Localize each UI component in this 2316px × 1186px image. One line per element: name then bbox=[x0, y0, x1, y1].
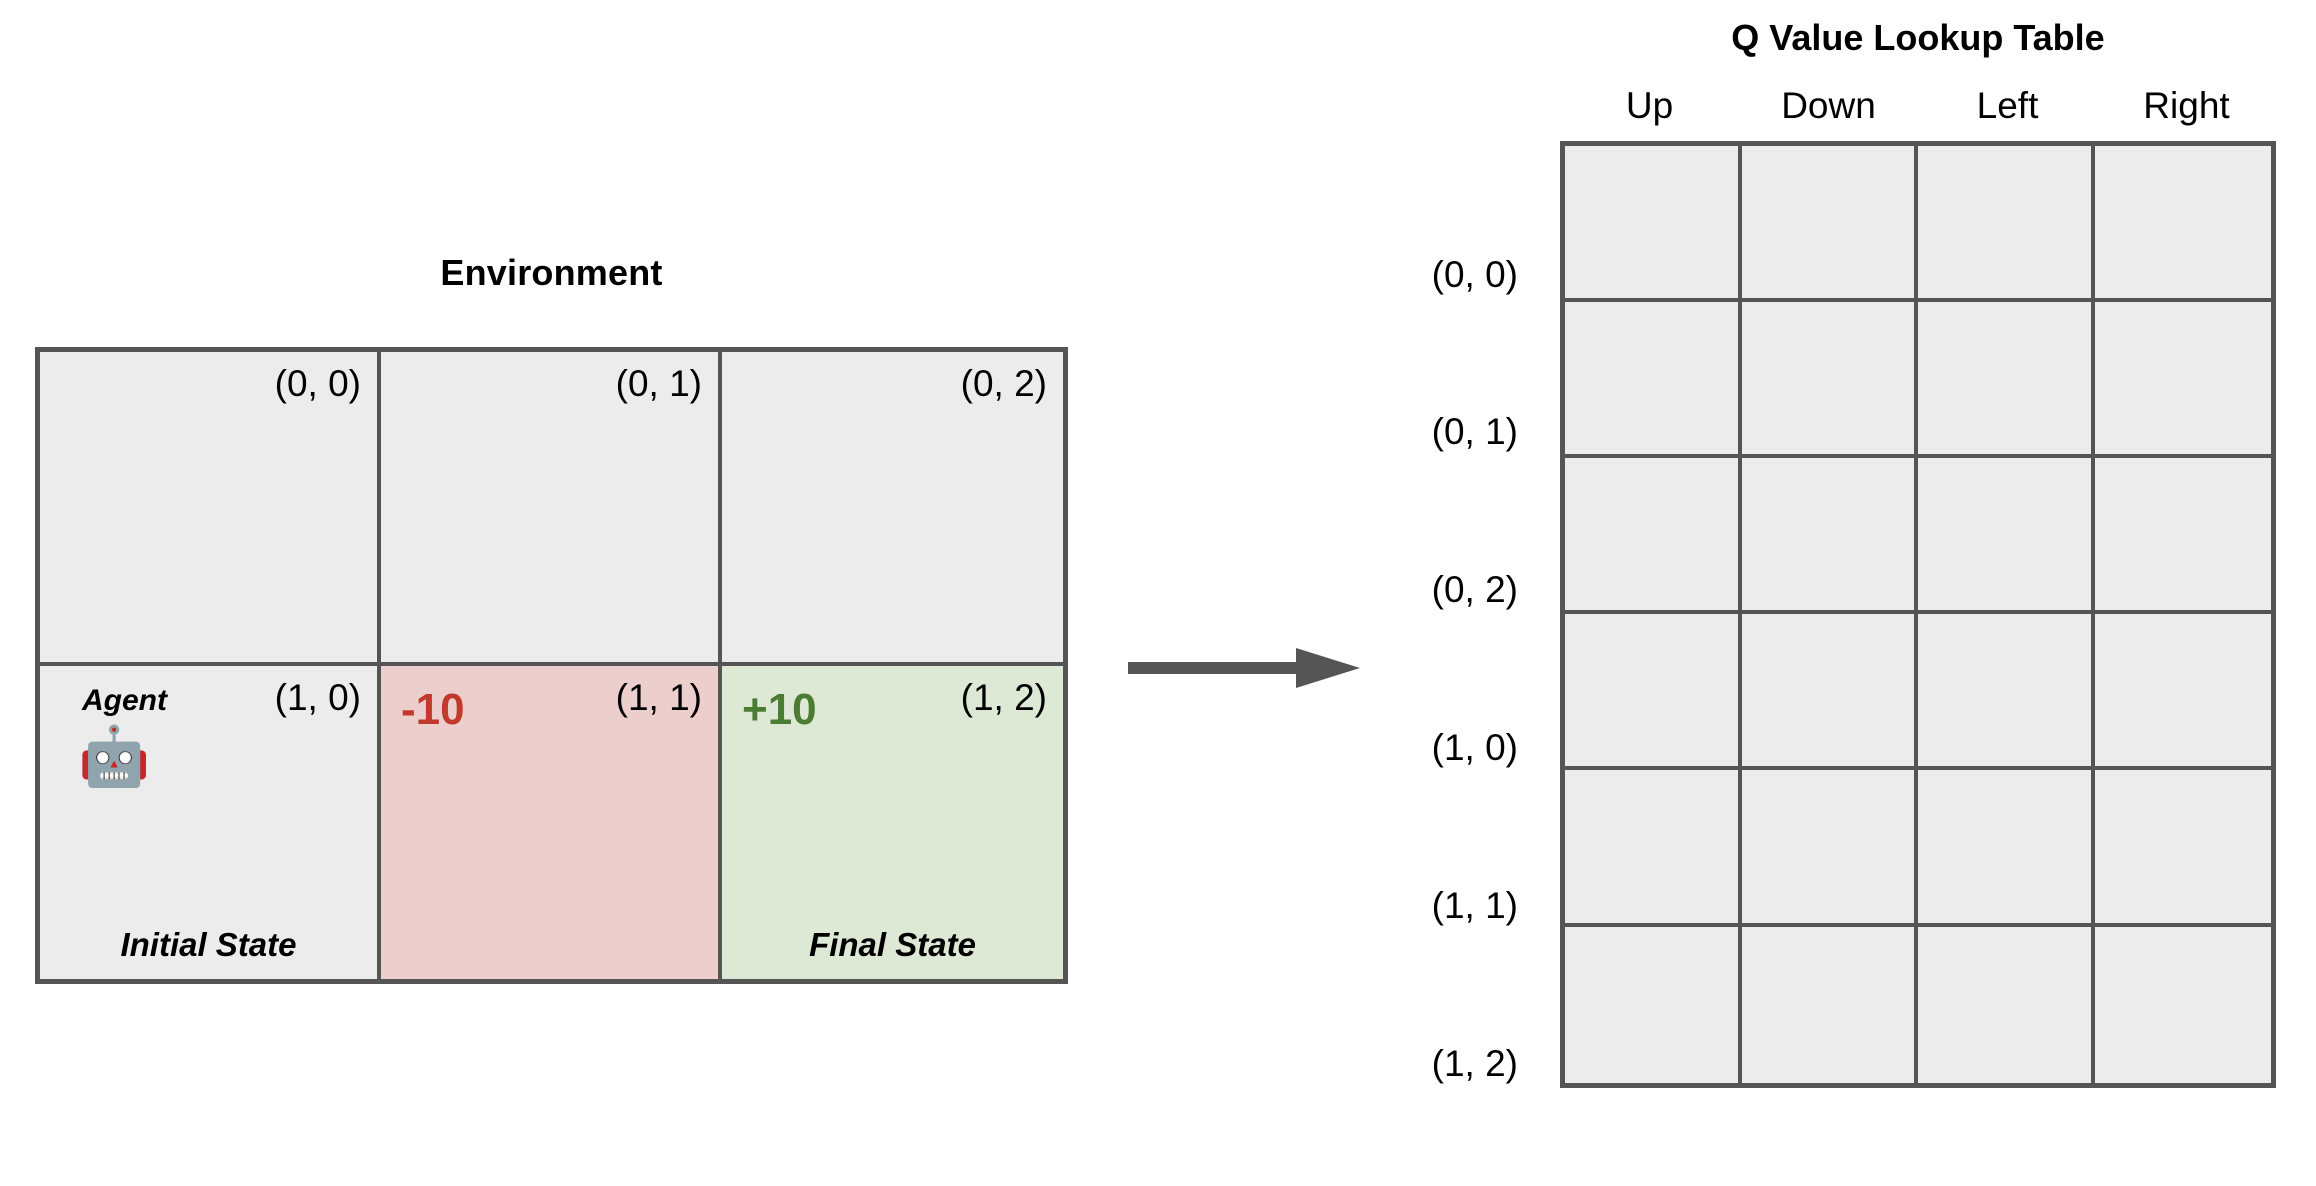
q-cell[interactable] bbox=[1741, 145, 1918, 302]
q-cell[interactable] bbox=[1565, 614, 1742, 771]
env-cell-1-0[interactable]: Agent 🤖 (1, 0) Initial State bbox=[40, 665, 381, 979]
q-column-header-right: Right bbox=[2143, 85, 2230, 126]
environment-grid: (0, 0) (0, 1) (0, 2) Agent 🤖 (1, 0) Init… bbox=[35, 347, 1068, 984]
q-cell[interactable] bbox=[2094, 145, 2271, 302]
env-cell-1-1[interactable]: -10 (1, 1) bbox=[381, 665, 722, 979]
q-cell[interactable] bbox=[1741, 301, 1918, 459]
env-cell-coord: (0, 1) bbox=[615, 363, 702, 404]
q-cell[interactable] bbox=[1565, 926, 1742, 1083]
q-cell[interactable] bbox=[1565, 458, 1742, 615]
env-cell-0-1[interactable]: (0, 1) bbox=[381, 352, 722, 666]
q-row-label-state: (1, 2) bbox=[1431, 1042, 1518, 1084]
q-cell[interactable] bbox=[2094, 614, 2271, 771]
env-cell-1-2[interactable]: +10 (1, 2) Final State bbox=[722, 665, 1063, 979]
env-cell-coord: (1, 0) bbox=[274, 676, 361, 718]
env-cell-coord: (1, 2) bbox=[960, 676, 1047, 718]
q-cell[interactable] bbox=[1918, 145, 2095, 302]
env-cell-0-0[interactable]: (0, 0) bbox=[40, 352, 381, 666]
q-cell[interactable] bbox=[1918, 770, 2095, 927]
env-cell-coord: (0, 0) bbox=[274, 363, 361, 404]
q-cell[interactable] bbox=[1918, 614, 2095, 771]
q-cell[interactable] bbox=[1565, 145, 1742, 302]
env-cell-coord: (0, 2) bbox=[960, 363, 1047, 404]
env-cell-0-2[interactable]: (0, 2) bbox=[722, 352, 1063, 666]
q-row-label-state: (0, 2) bbox=[1431, 569, 1518, 611]
q-cell[interactable] bbox=[2094, 926, 2271, 1083]
environment-panel: Environment (0, 0) (0, 1) (0, 2) Agent 🤖… bbox=[35, 255, 1068, 984]
q-cell[interactable] bbox=[1741, 926, 1918, 1083]
final-state-label: Final State bbox=[809, 925, 976, 963]
q-cell[interactable] bbox=[2094, 458, 2271, 615]
right-arrow-icon bbox=[1128, 648, 1360, 688]
q-row-label-state: (1, 1) bbox=[1431, 884, 1518, 926]
env-cell-coord: (1, 1) bbox=[615, 676, 702, 718]
q-cell[interactable] bbox=[1565, 301, 1742, 459]
q-cell[interactable] bbox=[1918, 926, 2095, 1083]
q-table-title: Q Value Lookup Table bbox=[1731, 17, 2105, 58]
q-table-panel: Q Value Lookup Table Up Down Left Right bbox=[1560, 20, 2276, 1088]
q-table-row-labels: (0, 0) (0, 1) (0, 2) (1, 0) (1, 1) (1, 2… bbox=[1340, 196, 1540, 1143]
q-table-column-headers: Up Down Left Right bbox=[1560, 85, 2276, 127]
q-table-grid bbox=[1560, 140, 2276, 1088]
environment-title: Environment bbox=[440, 252, 663, 293]
q-cell[interactable] bbox=[1918, 301, 2095, 459]
q-row-label-state: (1, 0) bbox=[1431, 727, 1518, 769]
initial-state-label: Initial State bbox=[120, 925, 297, 963]
q-cell[interactable] bbox=[1918, 458, 2095, 615]
q-cell[interactable] bbox=[1741, 458, 1918, 615]
robot-icon: 🤖 bbox=[78, 723, 151, 789]
q-column-header-left: Left bbox=[1976, 85, 2039, 126]
q-cell[interactable] bbox=[2094, 301, 2271, 459]
q-column-header-up: Up bbox=[1625, 85, 1674, 126]
q-cell[interactable] bbox=[1741, 614, 1918, 771]
goal-reward-value: +10 bbox=[742, 684, 817, 734]
q-cell[interactable] bbox=[1565, 770, 1742, 927]
penalty-reward-value: -10 bbox=[401, 684, 465, 734]
q-row-label-state: (0, 1) bbox=[1431, 411, 1518, 453]
q-column-header-down: Down bbox=[1781, 85, 1876, 126]
q-cell[interactable] bbox=[1741, 770, 1918, 927]
q-row-label-state: (0, 0) bbox=[1431, 253, 1518, 295]
agent-label: Agent bbox=[82, 683, 167, 717]
q-cell[interactable] bbox=[2094, 770, 2271, 927]
